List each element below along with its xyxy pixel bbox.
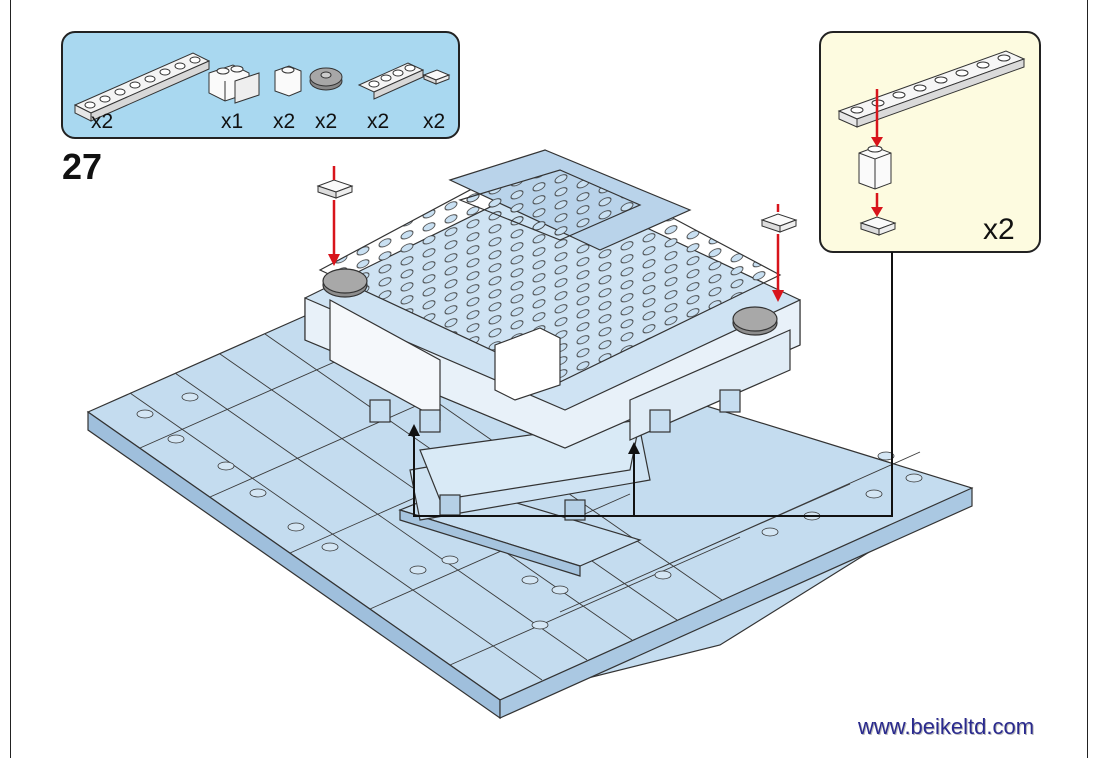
fountain-structure bbox=[304, 149, 801, 449]
corner-brick-part bbox=[208, 64, 260, 104]
plate-1x8-part bbox=[73, 52, 211, 122]
subassembly-illustration bbox=[837, 50, 1026, 236]
part-qty-6: x2 bbox=[423, 110, 446, 133]
part-qty-4: x2 bbox=[315, 110, 338, 133]
round-plate-part bbox=[309, 67, 343, 91]
step-number: 27 bbox=[62, 146, 103, 187]
red-arrows bbox=[328, 166, 784, 302]
subassembly-connector bbox=[413, 252, 893, 517]
tile-1x1-part bbox=[422, 69, 451, 85]
subassembly-qty: x2 bbox=[983, 213, 1015, 246]
subassembly-callout: x2 bbox=[819, 31, 1041, 253]
part-qty-5: x2 bbox=[367, 110, 390, 133]
parts-illustration bbox=[73, 52, 451, 122]
part-qty-3: x2 bbox=[273, 110, 296, 133]
part-qty-1: x2 bbox=[91, 110, 114, 133]
front-stairs bbox=[398, 419, 651, 577]
parts-list-callout: x2 x1 x2 x2 x2 x2 bbox=[61, 31, 460, 139]
connector-arrowheads bbox=[408, 424, 640, 454]
brick-1x1-part bbox=[274, 65, 302, 97]
floating-tiles bbox=[316, 179, 798, 233]
plate-1x4-part bbox=[357, 62, 425, 100]
part-qty-2: x1 bbox=[221, 110, 244, 133]
page-frame bbox=[10, 0, 1088, 758]
website-url[interactable]: www.beikeltd.com bbox=[858, 714, 1035, 739]
